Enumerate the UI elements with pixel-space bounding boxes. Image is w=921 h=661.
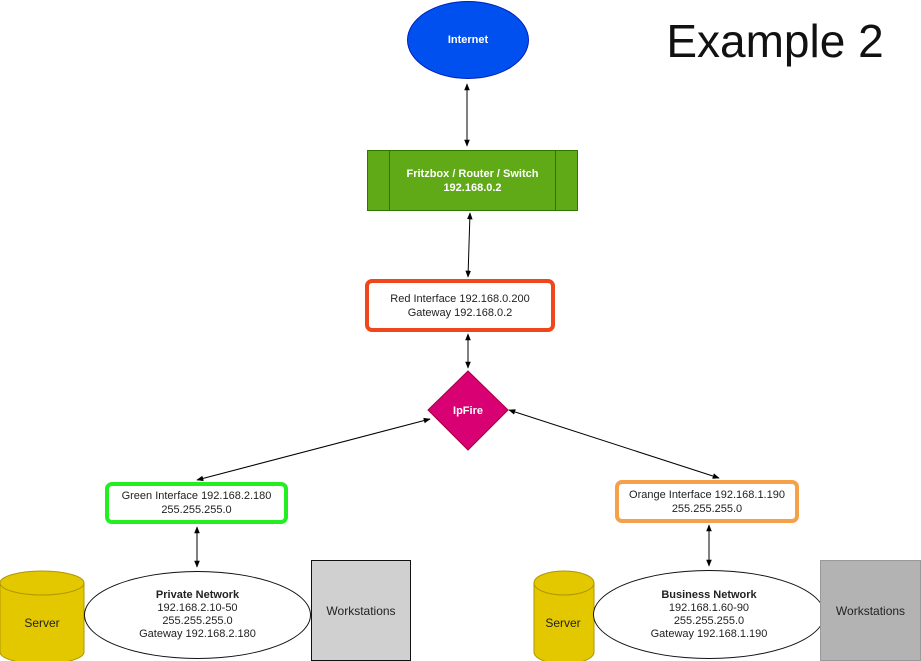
green-interface-node: Green Interface 192.168.2.180 255.255.25… <box>105 482 288 524</box>
router-ip: 192.168.0.2 <box>443 181 502 194</box>
internet-node: Internet <box>407 1 529 79</box>
private-network-node: Private Network 192.168.2.10-50 255.255.… <box>84 571 311 659</box>
ipfire-label: IpFire <box>453 405 483 417</box>
internet-label: Internet <box>447 34 489 46</box>
business-network-netmask: 255.255.255.0 <box>673 614 745 627</box>
server-right-cylinder <box>533 570 595 661</box>
edge-router-red-interface <box>465 212 473 278</box>
green-interface-netmask: 255.255.255.0 <box>161 504 232 516</box>
workstations-right-label: Workstations <box>835 603 906 618</box>
private-network-netmask: 255.255.255.0 <box>162 615 233 627</box>
router-left-bar <box>389 151 390 210</box>
workstations-left-label: Workstations <box>326 603 396 618</box>
workstations-right-node: Workstations <box>820 560 921 661</box>
ipfire-diamond <box>427 370 509 451</box>
business-network-gateway: Gateway 192.168.1.190 <box>650 627 768 640</box>
router-name: Fritzbox / Router / Switch <box>406 167 539 180</box>
red-interface-node: Red Interface 192.168.0.200 Gateway 192.… <box>365 279 555 332</box>
server-left-cylinder <box>0 570 85 661</box>
orange-interface-node: Orange Interface 192.168.1.190 255.255.2… <box>615 480 799 523</box>
orange-interface-netmask: 255.255.255.0 <box>671 502 743 515</box>
server-left-label: Server <box>24 616 59 630</box>
red-interface-gateway: Gateway 192.168.0.2 <box>407 306 513 319</box>
server-right-label: Server <box>545 616 580 630</box>
router-node: Fritzbox / Router / Switch 192.168.0.2 <box>367 150 578 211</box>
edge-ipfire-green-interface <box>196 417 431 482</box>
edge-ipfire-orange-interface <box>508 409 720 479</box>
orange-interface-address: Orange Interface 192.168.1.190 <box>629 488 785 501</box>
router-right-bar <box>555 151 556 210</box>
private-network-gateway: Gateway 192.168.2.180 <box>139 628 256 640</box>
diagram-title: Example 2 <box>666 15 884 67</box>
red-interface-address: Red Interface 192.168.0.200 <box>390 292 530 305</box>
private-network-name: Private Network <box>155 589 240 601</box>
business-network-node: Business Network 192.168.1.60-90 255.255… <box>593 570 825 659</box>
business-network-name: Business Network <box>661 588 757 601</box>
green-interface-address: Green Interface 192.168.2.180 <box>121 490 272 502</box>
workstations-left-node: Workstations <box>311 560 411 661</box>
private-network-range: 192.168.2.10-50 <box>157 602 238 614</box>
business-network-range: 192.168.1.60-90 <box>668 601 750 614</box>
